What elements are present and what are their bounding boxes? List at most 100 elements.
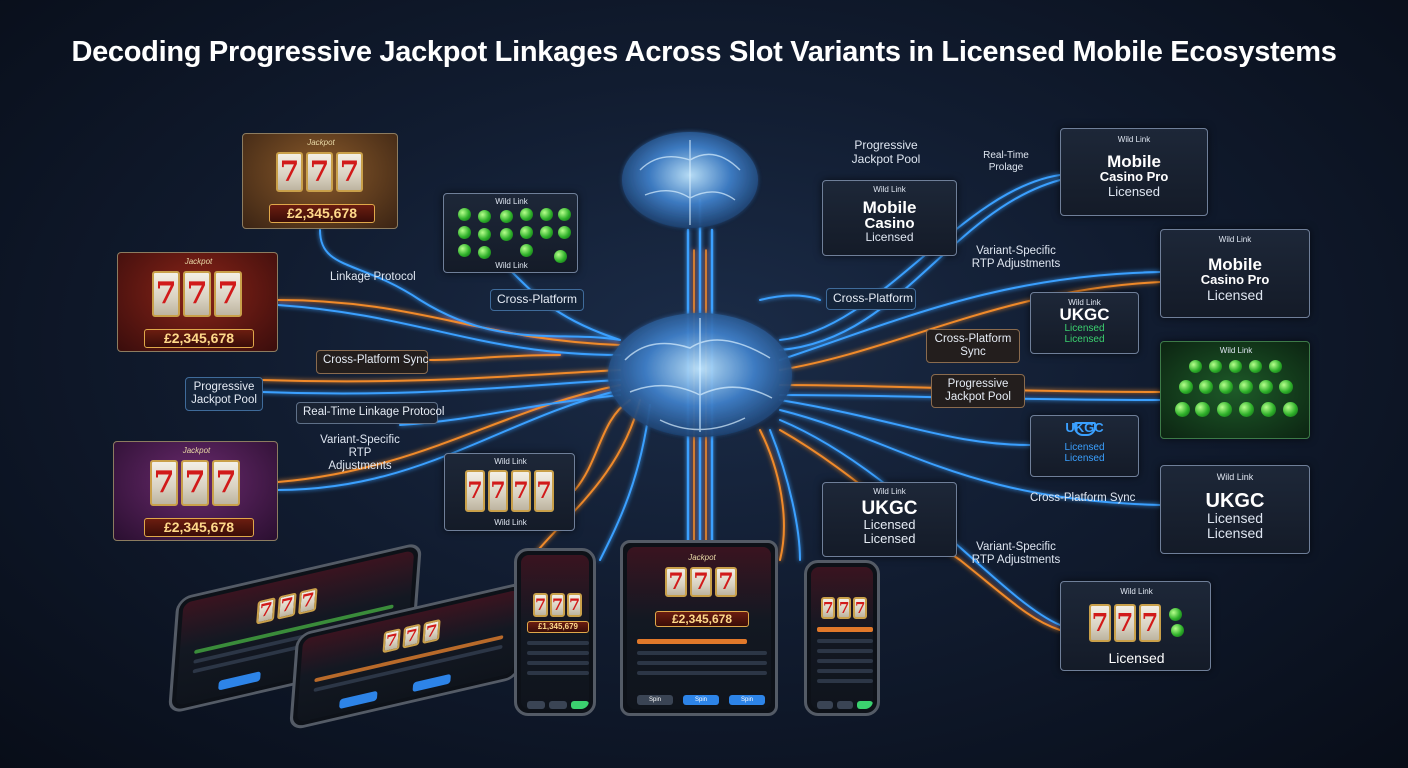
list-row — [527, 661, 589, 665]
jackpot-tag: Jackpot — [688, 553, 716, 562]
reel: 7 — [382, 628, 401, 654]
reel: 7 — [853, 597, 867, 619]
gem-icon — [554, 250, 567, 263]
pill-text: Progressive Jackpot Pool — [945, 378, 1011, 403]
spin-button[interactable] — [339, 690, 378, 710]
wild-link-gems-card[interactable]: Wild Link Wild Link — [443, 193, 578, 273]
phone-portrait-left[interactable]: 7 7 7 £1,345,679 — [514, 548, 596, 716]
cross-platform-sync-pill-right[interactable]: Cross-Platform Sync — [926, 329, 1020, 363]
spin-button[interactable] — [218, 671, 261, 691]
reel: 7 — [402, 623, 421, 649]
list-row — [637, 651, 767, 655]
spin-button[interactable] — [817, 701, 833, 709]
wild-link-slot-card-right[interactable]: Wild Link 7 7 7 Licensed — [1060, 581, 1211, 671]
wild-link-tag: Wild Link — [1216, 472, 1254, 482]
gem-icon — [1229, 360, 1242, 373]
variant-rtp-label-left: Variant-Specific RTP Adjustments — [316, 434, 404, 473]
gem-icon — [1189, 360, 1202, 373]
spin-button[interactable] — [857, 701, 873, 709]
spin-button[interactable] — [412, 673, 451, 693]
variant-rtp-label-bottom: Variant-Specific RTP Adjustments — [970, 541, 1062, 567]
mobile-casino-pro-card-2[interactable]: Wild Link Mobile Casino Pro Licensed — [1160, 229, 1310, 318]
reel: 7 — [665, 567, 687, 597]
jackpot-amount: £2,345,678 — [655, 611, 749, 627]
gem-icon — [1179, 380, 1193, 394]
spin-button[interactable] — [527, 701, 545, 709]
gem-icon — [1219, 380, 1233, 394]
ukgc-card-1[interactable]: Wild Link UKGC Licensed Licensed — [1030, 292, 1139, 354]
mobile-casino-pro-card-1[interactable]: Wild Link Mobile Casino Pro Licensed — [1060, 128, 1208, 216]
reel: 7 — [821, 597, 835, 619]
mobile-casino-card[interactable]: Wild Link Mobile Casino Licensed — [822, 180, 957, 256]
brand-line-1: Mobile — [1208, 255, 1262, 274]
jackpot-slot-card-1[interactable]: Jackpot 7 7 7 £2,345,678 — [242, 133, 398, 229]
gem-icon — [1217, 402, 1232, 417]
brain-icon-top — [622, 132, 758, 228]
wild-link-tag: Wild Link — [873, 487, 906, 496]
jackpot-slot-card-3[interactable]: Jackpot 7 7 7 £2,345,678 — [113, 441, 278, 541]
gem-icon — [1209, 360, 1222, 373]
progressive-jackpot-pool-pill-left[interactable]: Progressive Jackpot Pool — [185, 377, 263, 411]
ukgc-card-3[interactable]: Wild Link UKGC Licensed Licensed — [1160, 465, 1310, 554]
reel: 7 — [690, 567, 712, 597]
spin-button[interactable]: Spin — [729, 695, 765, 705]
cross-platform-pill-right[interactable]: Cross-Platform — [826, 288, 916, 310]
wild-link-tag: Wild Link — [1218, 235, 1252, 244]
reel: 7 — [567, 593, 582, 617]
wild-link-tag: Wild Link — [495, 197, 528, 206]
slot-reels: 7 7 7 — [665, 567, 737, 597]
spin-button[interactable]: Spin — [637, 695, 673, 705]
ukgc-logo: UKGC — [1205, 490, 1265, 512]
slot-reels: 7 7 7 — [256, 587, 318, 625]
ukgc-card-2[interactable]: UKGC Licensed Licensed — [1030, 415, 1139, 477]
cross-platform-sync-pill-left[interactable]: Cross-Platform Sync — [316, 350, 428, 374]
shield-icon — [1073, 422, 1096, 436]
tablet[interactable]: Jackpot 7 7 7 £2,345,678 Spin Spin Spin — [620, 540, 778, 716]
spin-button[interactable]: Spin — [683, 695, 719, 705]
list-row — [637, 661, 767, 665]
gem-icon — [458, 208, 471, 221]
reel: 7 — [212, 460, 240, 506]
gem-icon — [1239, 380, 1253, 394]
gem-icon — [1169, 608, 1182, 621]
page-title: Decoding Progressive Jackpot Linkages Ac… — [71, 36, 1337, 68]
pill-text: Progressive Jackpot Pool — [191, 381, 257, 406]
reel: 7 — [277, 592, 297, 620]
spin-button[interactable] — [549, 701, 567, 709]
brand-line-2: Casino — [864, 215, 915, 232]
brand-line-2: Casino Pro — [1061, 170, 1207, 184]
phone-portrait-right[interactable]: 7 7 7 — [804, 560, 880, 716]
real-time-linkage-pill[interactable]: Real-Time Linkage Protocol — [296, 402, 444, 424]
progressive-jackpot-pool-pill-right[interactable]: Progressive Jackpot Pool — [931, 374, 1025, 408]
gem-icon — [458, 244, 471, 257]
brain-icon-center — [608, 313, 792, 437]
gem-icon — [1261, 402, 1276, 417]
reel: 7 — [298, 587, 318, 615]
gem-icon — [1171, 624, 1184, 637]
reel: 7 — [422, 618, 441, 645]
gem-icon — [540, 226, 553, 239]
reel: 7 — [511, 470, 531, 512]
label-text: Variant-Specific RTP Adjustments — [971, 541, 1061, 566]
wild-link-gems-card-right[interactable]: Wild Link — [1160, 341, 1310, 439]
progress-bar — [637, 639, 747, 644]
jackpot-tag: Jackpot — [307, 138, 335, 147]
license-label: Licensed — [1064, 442, 1105, 453]
wild-link-tag: Wild Link — [1120, 587, 1153, 596]
brand-line-2-text: Casino Pro — [1099, 169, 1169, 184]
gem-icon — [1239, 402, 1254, 417]
spin-button[interactable] — [571, 701, 589, 709]
jackpot-amount: £1,345,679 — [527, 621, 589, 633]
slot-reels: 7 7 7 — [150, 460, 240, 506]
wild-link-tag: Wild Link — [495, 261, 528, 270]
gem-icon — [1249, 360, 1262, 373]
spin-button[interactable] — [837, 701, 853, 709]
cross-platform-pill-left[interactable]: Cross-Platform — [490, 289, 584, 311]
ukgc-card-center[interactable]: Wild Link UKGC Licensed Licensed — [822, 482, 957, 557]
jackpot-slot-card-2[interactable]: Jackpot 7 7 7 £2,345,678 — [117, 252, 278, 352]
slot-reels: 7 7 7 — [821, 597, 867, 619]
list-row — [527, 641, 589, 645]
gem-icon — [520, 244, 533, 257]
wild-link-reels-card[interactable]: Wild Link 7 7 7 7 Wild Link — [444, 453, 575, 531]
reel: 7 — [1089, 604, 1111, 642]
